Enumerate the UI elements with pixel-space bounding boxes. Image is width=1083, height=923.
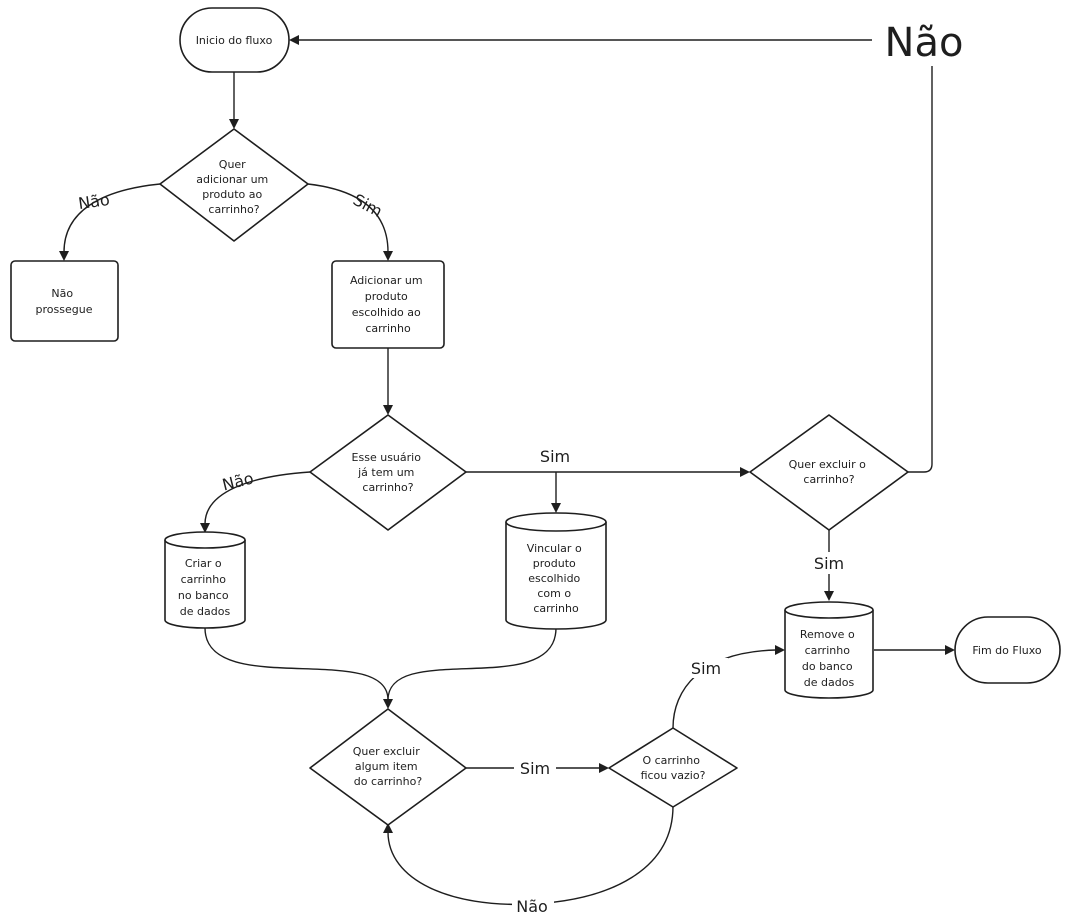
node-fim-do-fluxo: Fim do Fluxo [954, 616, 1061, 684]
node-text: Fim do Fluxo [972, 644, 1042, 657]
edge-quer-adicionar-to-adicionar-produto [307, 183, 389, 253]
arrowhead [289, 35, 299, 45]
arrowhead [383, 699, 393, 709]
arrowhead [740, 467, 750, 477]
edge-label-sim-excluir-item: Sim [520, 759, 550, 778]
node-text: Não prossegue [36, 287, 93, 316]
node-inicio-do-fluxo: Inicio do fluxo [179, 7, 290, 73]
node-text: Criar o carrinho no banco de dados [178, 557, 232, 618]
node-text: Vincular o produto escolhido com o carri… [527, 542, 585, 615]
edge-label-sim-vazio: Sim [691, 659, 721, 678]
arrowhead [551, 503, 561, 513]
edge-criar-to-quer-excluir-item [204, 627, 389, 701]
edge-usuario-to-criar-carrinho [204, 471, 311, 525]
edge-label-nao-usuario: Não [220, 468, 255, 494]
node-usuario-tem-carrinho: Esse usuário já tem um carrinho? [309, 414, 467, 531]
node-text: O carrinho ficou vazio? [641, 754, 706, 782]
edge-carrinho-vazio-to-quer-excluir-item [387, 805, 674, 906]
arrowhead [824, 591, 834, 601]
edge-label-sim-adicionar: Sim [350, 190, 386, 221]
arrowhead [59, 251, 69, 261]
arrowhead [945, 645, 955, 655]
node-adicionar-produto: Adicionar um produto escolhido ao carrin… [331, 260, 445, 349]
edge-label-nao-vazio: Não [516, 897, 548, 916]
node-text: Quer excluir o carrinho? [789, 458, 870, 486]
edge-labels: Não Não Sim Não Sim Sim Sim Sim Não [77, 16, 972, 916]
arrowhead [200, 523, 210, 533]
node-text: Quer excluir algum item do carrinho? [353, 745, 423, 788]
node-quer-adicionar-produto: Quer adicionar um produto ao carrinho? [159, 128, 309, 242]
edge-label-nao-adicionar: Não [77, 190, 111, 213]
node-text: Esse usuário já tem um carrinho? [352, 451, 425, 494]
node-text: Inicio do fluxo [196, 34, 273, 47]
edge-quer-excluir-carrinho-to-inicio [908, 66, 933, 473]
arrowhead [383, 405, 393, 415]
node-vincular-produto-db: Vincular o produto escolhido com o carri… [505, 512, 607, 630]
node-quer-excluir-carrinho: Quer excluir o carrinho? [749, 414, 909, 531]
node-text: Remove o carrinho do banco de dados [800, 628, 858, 689]
arrowhead [775, 645, 785, 655]
node-carrinho-ficou-vazio: O carrinho ficou vazio? [608, 727, 738, 808]
arrowhead [599, 763, 609, 773]
edge-label-sim-usuario: Sim [540, 447, 570, 466]
node-remove-carrinho-db: Remove o carrinho do banco de dados [784, 601, 874, 699]
arrowhead [383, 823, 393, 833]
arrowhead [383, 251, 393, 261]
edge-label-sim-excluir-carrinho: Sim [814, 554, 844, 573]
node-text: Adicionar um produto escolhido ao carrin… [350, 274, 426, 335]
node-quer-excluir-item: Quer excluir algum item do carrinho? [309, 708, 467, 826]
arrowhead [229, 119, 239, 129]
node-nao-prossegue: Não prossegue [10, 260, 119, 342]
edge-quer-adicionar-to-nao-prossegue [63, 183, 161, 253]
node-criar-carrinho-db: Criar o carrinho no banco de dados [164, 531, 246, 629]
edge-vincular-to-quer-excluir-item [387, 627, 557, 701]
edge-label-nao-return: Não [885, 20, 964, 66]
node-text: Quer adicionar um produto ao carrinho? [196, 158, 272, 216]
